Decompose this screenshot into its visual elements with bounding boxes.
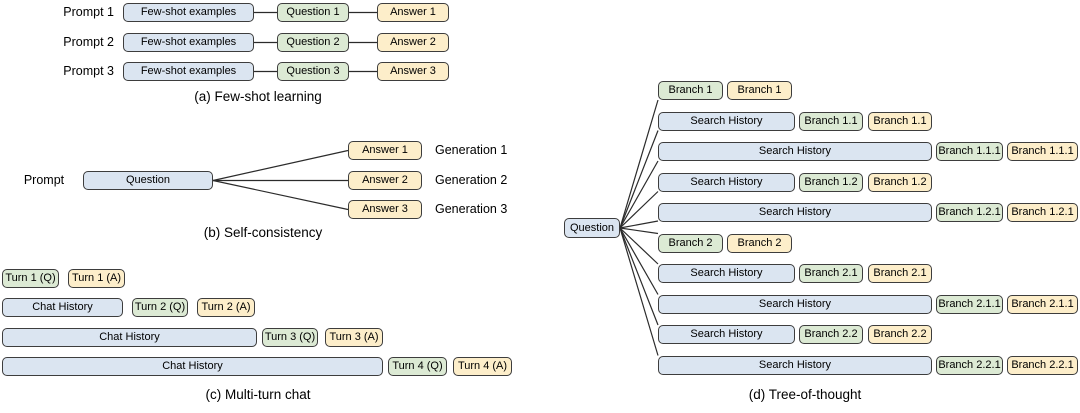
generation-label: Generation 1 bbox=[435, 143, 508, 157]
branch-green-box: Branch 1 bbox=[658, 81, 723, 100]
turn-a-box: Turn 2 (A) bbox=[197, 298, 255, 317]
few-shot-examples-box: Few-shot examples bbox=[123, 33, 254, 52]
branch-green-box: Branch 2 bbox=[658, 233, 723, 253]
generation-label: Generation 2 bbox=[435, 173, 508, 187]
question-box: Question 1 bbox=[277, 3, 349, 22]
branch-green-box: Branch 1.2.1 bbox=[936, 203, 1003, 222]
turn-a-box: Turn 3 (A) bbox=[325, 328, 383, 347]
branch-yellow-box: Branch 1.1.1 bbox=[1007, 142, 1078, 161]
chat-history-box: Chat History bbox=[2, 328, 257, 347]
question-box: Question 3 bbox=[277, 62, 349, 81]
prompt-label: Prompt bbox=[23, 173, 65, 187]
branch-yellow-box: Branch 1.2.1 bbox=[1007, 203, 1078, 222]
chat-history-box: Chat History bbox=[2, 298, 123, 317]
few-shot-examples-box: Few-shot examples bbox=[123, 3, 254, 22]
branch-yellow-box: Branch 1.1 bbox=[868, 111, 932, 131]
branch-green-box: Branch 1.1 bbox=[799, 111, 863, 131]
section-caption-tree-of-thought: (d) Tree-of-thought bbox=[748, 387, 862, 402]
section-caption-few-shot: (a) Few-shot learning bbox=[194, 89, 322, 104]
search-history-box: Search History bbox=[658, 325, 795, 344]
answer-box: Answer 1 bbox=[377, 3, 449, 22]
turn-q-box: Turn 4 (Q) bbox=[388, 357, 447, 376]
branch-yellow-box: Branch 2 bbox=[727, 233, 792, 253]
branch-green-box: Branch 1.2 bbox=[799, 172, 863, 192]
search-history-box: Search History bbox=[658, 264, 795, 283]
turn-q-box: Turn 3 (Q) bbox=[262, 328, 318, 347]
few-shot-examples-box: Few-shot examples bbox=[123, 62, 254, 81]
branch-green-box: Branch 2.1 bbox=[799, 264, 863, 283]
turn-q-box: Turn 2 (Q) bbox=[132, 298, 188, 317]
branch-green-box: Branch 2.2.1 bbox=[936, 355, 1003, 375]
branch-yellow-box: Branch 2.1 bbox=[868, 264, 932, 283]
question-box: Question 2 bbox=[277, 33, 349, 52]
answer-box: Answer 2 bbox=[348, 171, 422, 190]
question-box: Question bbox=[564, 218, 620, 238]
search-history-box: Search History bbox=[658, 172, 795, 192]
prompt-row-label: Prompt 3 bbox=[63, 64, 114, 78]
section-caption-self-consistency: (b) Self-consistency bbox=[203, 225, 323, 240]
branch-yellow-box: Branch 2.1.1 bbox=[1007, 294, 1078, 314]
answer-box: Answer 3 bbox=[377, 62, 449, 81]
turn-a-box: Turn 1 (A) bbox=[68, 269, 125, 288]
branch-yellow-box: Branch 1.2 bbox=[868, 172, 932, 192]
generation-label: Generation 3 bbox=[435, 202, 508, 216]
question-box: Question bbox=[83, 171, 213, 190]
section-caption-multi-turn: (c) Multi-turn chat bbox=[205, 387, 311, 402]
turn-q-box: Turn 1 (Q) bbox=[2, 269, 59, 288]
search-history-box: Search History bbox=[658, 355, 932, 375]
search-history-box: Search History bbox=[658, 111, 795, 131]
prompt-row-label: Prompt 2 bbox=[63, 35, 114, 49]
branch-yellow-box: Branch 1 bbox=[727, 81, 792, 100]
search-history-box: Search History bbox=[658, 294, 932, 314]
search-history-box: Search History bbox=[658, 142, 932, 161]
answer-box: Answer 3 bbox=[348, 200, 422, 219]
branch-green-box: Branch 2.1.1 bbox=[936, 294, 1003, 314]
search-history-box: Search History bbox=[658, 203, 932, 222]
answer-box: Answer 1 bbox=[348, 141, 422, 160]
branch-green-box: Branch 1.1.1 bbox=[936, 142, 1003, 161]
branch-yellow-box: Branch 2.2 bbox=[868, 325, 932, 344]
answer-box: Answer 2 bbox=[377, 33, 449, 52]
branch-yellow-box: Branch 2.2.1 bbox=[1007, 355, 1078, 375]
chat-history-box: Chat History bbox=[2, 357, 383, 376]
branch-green-box: Branch 2.2 bbox=[799, 325, 863, 344]
turn-a-box: Turn 4 (A) bbox=[453, 357, 512, 376]
prompt-row-label: Prompt 1 bbox=[63, 5, 114, 19]
